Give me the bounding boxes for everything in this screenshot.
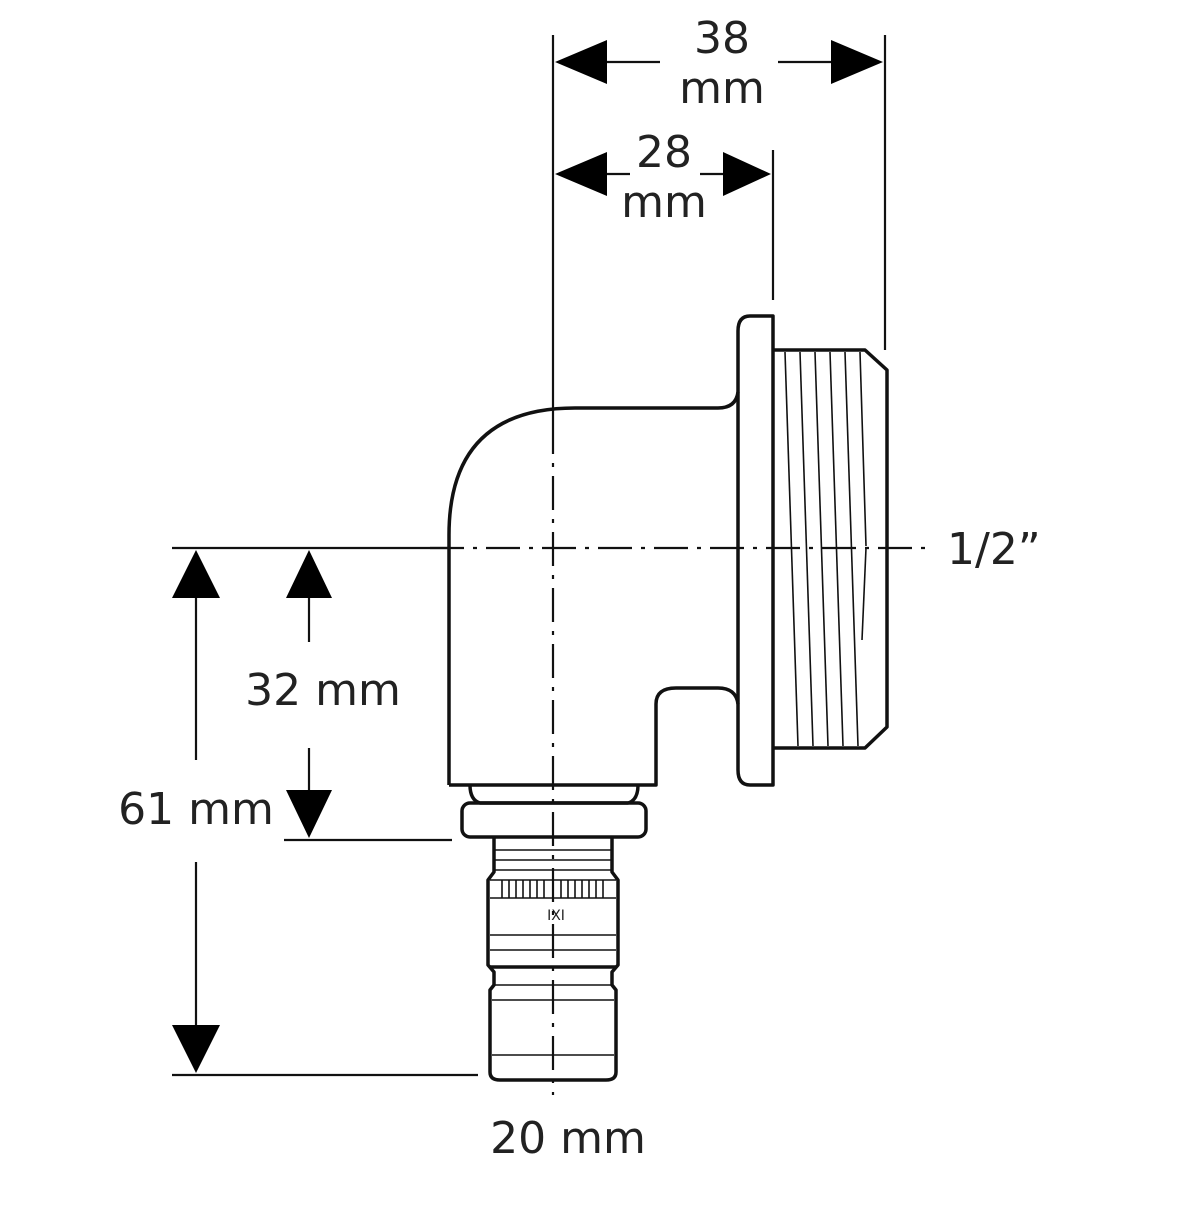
dim-20-label: 20 mm — [490, 1113, 646, 1164]
dimension-32mm: 32 mm — [245, 550, 401, 838]
thread-size-label: 1/2” — [947, 524, 1041, 575]
dim-38-value: 38 — [694, 13, 750, 64]
dim-61-label: 61 mm — [118, 784, 274, 835]
fitting-marking: IXI — [547, 908, 565, 924]
dim-28-value: 28 — [636, 127, 692, 178]
elbow-body — [447, 314, 889, 787]
dim-28-unit: mm — [621, 177, 707, 228]
dim-32-label: 32 mm — [245, 665, 401, 716]
dimension-61mm: 61 mm — [118, 550, 274, 1073]
dimension-38mm: 38 mm — [555, 13, 883, 114]
knurl — [501, 880, 604, 898]
dim-38-unit: mm — [679, 63, 765, 114]
wall-flange — [736, 314, 775, 787]
center-lines — [430, 420, 930, 1095]
extension-lines — [172, 35, 887, 1077]
elbow-outline — [447, 391, 740, 787]
dimension-28mm: 28 mm — [555, 127, 771, 228]
